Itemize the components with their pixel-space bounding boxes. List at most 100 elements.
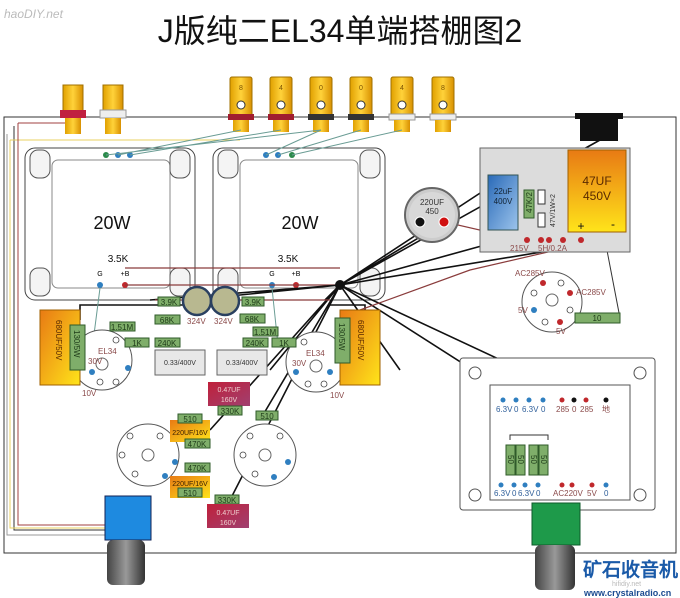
svg-text:130/5W: 130/5W	[337, 323, 346, 351]
svg-text:10: 10	[593, 314, 602, 323]
svg-text:3.9K: 3.9K	[161, 298, 178, 307]
svg-text:47UF: 47UF	[582, 174, 611, 188]
svg-text:1K: 1K	[279, 339, 289, 348]
transformer-power: 20W	[281, 213, 318, 233]
svg-text:3.9K: 3.9K	[245, 298, 262, 307]
output-stage-right: 680UF/50V 130/5W EL34 30V 10V 1.51M 1K 2…	[209, 285, 381, 400]
svg-text:68K: 68K	[160, 316, 175, 325]
page-title: J版纯二EL34单端搭棚图2	[158, 13, 523, 49]
svg-text:285: 285	[580, 405, 594, 414]
svg-text:AC285V: AC285V	[515, 269, 545, 278]
svg-text:0.47UF: 0.47UF	[217, 510, 240, 517]
svg-text:0: 0	[604, 489, 609, 498]
output-transformer-right: 20W 3.5K G +B	[212, 147, 386, 301]
output-stage-left: 680UF/50V 130/5W EL34 30V 10V 1.51M 1K 2…	[39, 285, 213, 398]
svg-text:680UF/50V: 680UF/50V	[356, 320, 365, 361]
svg-text:10V: 10V	[330, 391, 345, 400]
svg-text:1.51M: 1.51M	[254, 328, 277, 337]
watermark-faint: hifidiy.net	[612, 581, 641, 588]
volume-knob[interactable]	[107, 540, 145, 585]
speaker-terminal[interactable]: 0	[308, 76, 334, 132]
driver-stage: 0.47UF 160V 330K 510 220UF/16V 470K 470K…	[116, 382, 297, 528]
svg-text:30V: 30V	[88, 357, 103, 366]
input-selector[interactable]	[104, 495, 152, 541]
svg-text:0: 0	[512, 489, 517, 498]
svg-text:130/5W: 130/5W	[72, 330, 81, 358]
svg-text:1.51M: 1.51M	[111, 323, 134, 332]
svg-text:0.33/400V: 0.33/400V	[226, 360, 258, 367]
svg-text:68K: 68K	[245, 315, 260, 324]
rca-jack-right[interactable]	[99, 84, 127, 134]
rectifier-tube-socket: AC285V AC285V 5V 5V 10	[515, 269, 621, 336]
watermark-cn: 矿石收音机	[583, 558, 678, 581]
svg-text:215V: 215V	[510, 244, 529, 253]
main-filter-cap: 220UF 450	[404, 187, 460, 243]
transformer-impedance: 3.5K	[278, 254, 299, 265]
svg-text:8: 8	[239, 85, 243, 92]
transformer-power: 20W	[93, 213, 130, 233]
svg-text:EL34: EL34	[306, 349, 325, 358]
svg-text:4: 4	[400, 85, 404, 92]
tap-b: +B	[121, 271, 130, 278]
svg-text:30V: 30V	[292, 359, 307, 368]
rca-jack-left[interactable]	[60, 84, 86, 134]
svg-text:6.3V: 6.3V	[518, 489, 535, 498]
svg-text:5V: 5V	[587, 489, 597, 498]
svg-text:6.3V: 6.3V	[494, 489, 511, 498]
svg-text:0.33/400V: 0.33/400V	[164, 360, 196, 367]
power-inlet[interactable]	[575, 113, 623, 141]
speaker-terminal[interactable]: 0	[348, 76, 374, 132]
svg-text:0: 0	[541, 405, 546, 414]
svg-text:470K: 470K	[188, 440, 207, 449]
logo: haoDIY.net	[4, 7, 64, 21]
svg-text:0: 0	[536, 489, 541, 498]
svg-text:50: 50	[506, 455, 515, 464]
svg-text:324V: 324V	[214, 317, 233, 326]
svg-text:330K: 330K	[221, 407, 240, 416]
svg-text:地: 地	[602, 404, 610, 414]
svg-text:220UF: 220UF	[420, 198, 444, 207]
svg-text:-: -	[611, 217, 615, 231]
svg-text:5V: 5V	[556, 327, 566, 336]
svg-text:0.47UF: 0.47UF	[218, 387, 241, 394]
svg-text:5H/0.2A: 5H/0.2A	[538, 244, 568, 253]
svg-text:285: 285	[556, 405, 570, 414]
ground-hub	[335, 280, 345, 290]
speaker-terminals: 8 4 0 0 4 8	[228, 76, 457, 132]
svg-text:47K/2: 47K/2	[525, 192, 534, 213]
svg-text:50: 50	[539, 455, 548, 464]
speaker-terminal[interactable]: 8	[429, 76, 457, 132]
power-switch-knob[interactable]	[535, 545, 575, 590]
svg-text:EL34: EL34	[98, 347, 117, 356]
watermark-url: www.crystalradio.cn	[583, 588, 671, 598]
speaker-terminal[interactable]: 4	[268, 76, 294, 132]
svg-text:510: 510	[183, 415, 197, 424]
svg-text:6.3V: 6.3V	[496, 405, 513, 414]
svg-text:450: 450	[425, 207, 439, 216]
svg-text:10V: 10V	[82, 389, 97, 398]
tap-b: +B	[292, 271, 301, 278]
svg-text:220UF/16V: 220UF/16V	[172, 430, 208, 437]
speaker-terminal[interactable]: 4	[388, 76, 416, 132]
svg-text:0: 0	[572, 405, 577, 414]
filament-board: 6.3V 0 6.3V 0 285 0 285 地 50 50 50 50 6.…	[459, 357, 656, 511]
transformer-impedance: 3.5K	[108, 254, 129, 265]
svg-text:240K: 240K	[158, 339, 177, 348]
svg-text:510: 510	[260, 412, 274, 421]
tap-g: G	[269, 271, 274, 278]
svg-text:+: +	[577, 219, 584, 233]
svg-text:4: 4	[279, 85, 283, 92]
power-switch[interactable]	[531, 502, 581, 546]
svg-text:47V/1W×2: 47V/1W×2	[550, 194, 557, 227]
svg-text:22uF: 22uF	[494, 187, 512, 196]
svg-text:AC220V: AC220V	[553, 489, 583, 498]
svg-text:324V: 324V	[187, 317, 206, 326]
svg-text:450V: 450V	[583, 189, 611, 203]
svg-text:0: 0	[319, 85, 323, 92]
svg-text:6.3V: 6.3V	[522, 405, 539, 414]
svg-text:220UF/16V: 220UF/16V	[172, 481, 208, 488]
speaker-terminal[interactable]: 8	[228, 76, 254, 132]
svg-text:AC285V: AC285V	[576, 288, 606, 297]
svg-text:240K: 240K	[246, 339, 265, 348]
